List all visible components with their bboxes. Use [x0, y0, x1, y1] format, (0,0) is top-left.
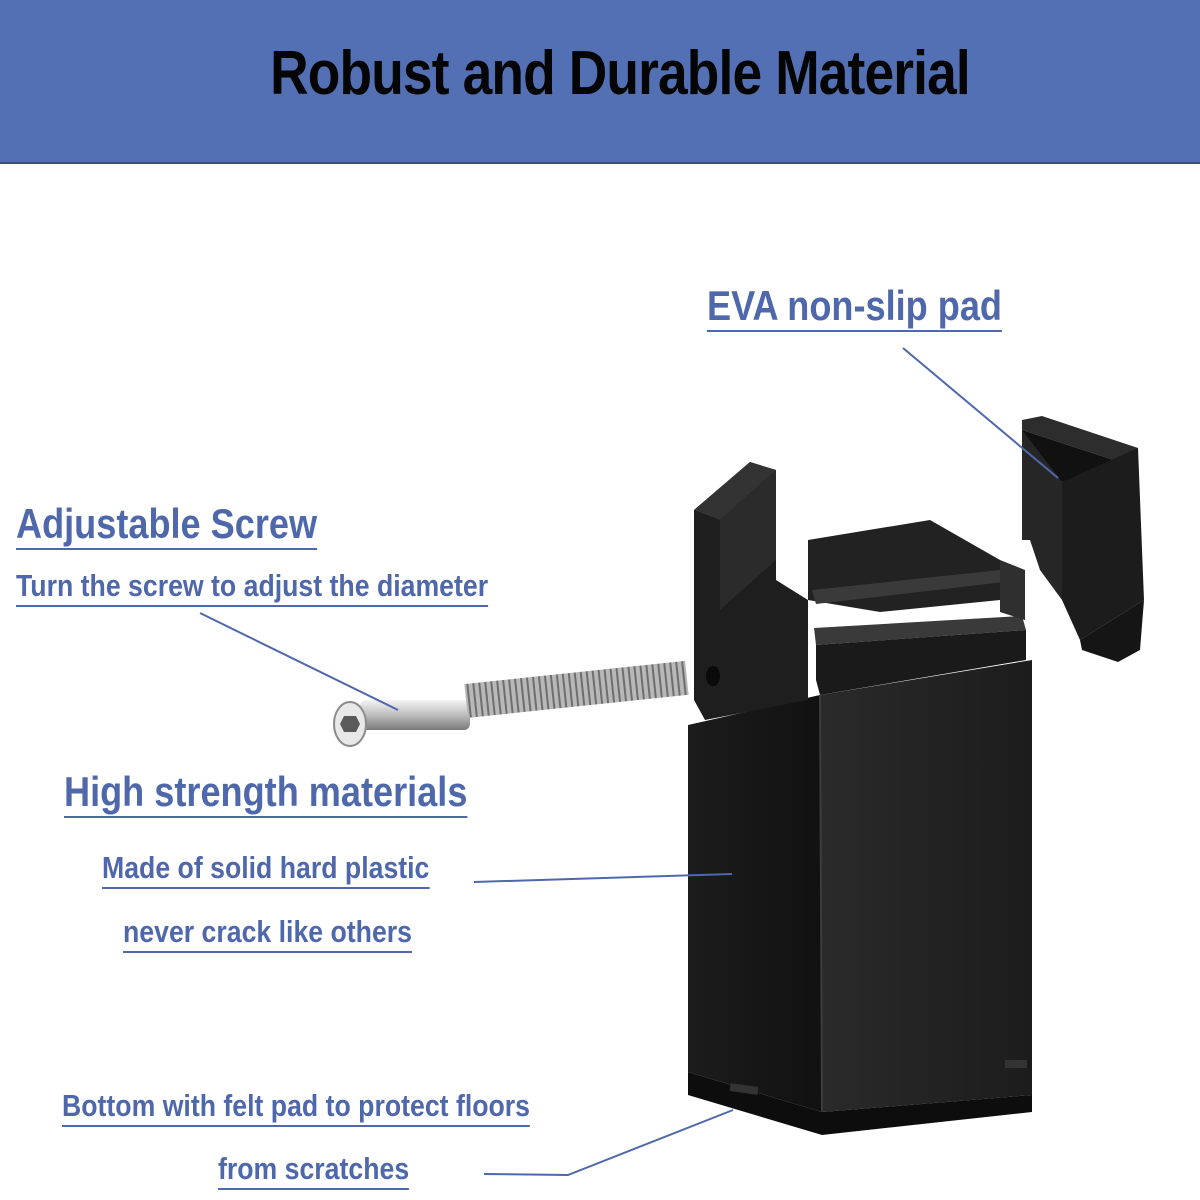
leader-material [473, 873, 733, 883]
leader-lines [199, 347, 1059, 1177]
material-description-line2: never crack like others [123, 915, 413, 953]
adjustable-screw-label: Adjustable Screw [16, 501, 318, 551]
page-title: Robust and Durable Material [270, 39, 971, 108]
bottom-description-line2: from scratches [218, 1152, 410, 1190]
material-description-line1: Made of solid hard plastic [102, 851, 430, 889]
leader-screw [199, 612, 399, 711]
screw-icon [333, 660, 689, 747]
leader-eva [902, 347, 1059, 479]
leader-bottom [483, 1109, 734, 1177]
header-banner: Robust and Durable Material [0, 0, 1200, 164]
eva-pad-label: EVA non-slip pad [707, 283, 1002, 333]
eva-pad-icon [1022, 416, 1144, 662]
bed-riser-icon [688, 462, 1032, 1135]
bottom-description-line1: Bottom with felt pad to protect floors [62, 1089, 531, 1127]
high-strength-label: High strength materials [64, 769, 468, 819]
screw-description: Turn the screw to adjust the diameter [16, 569, 489, 607]
